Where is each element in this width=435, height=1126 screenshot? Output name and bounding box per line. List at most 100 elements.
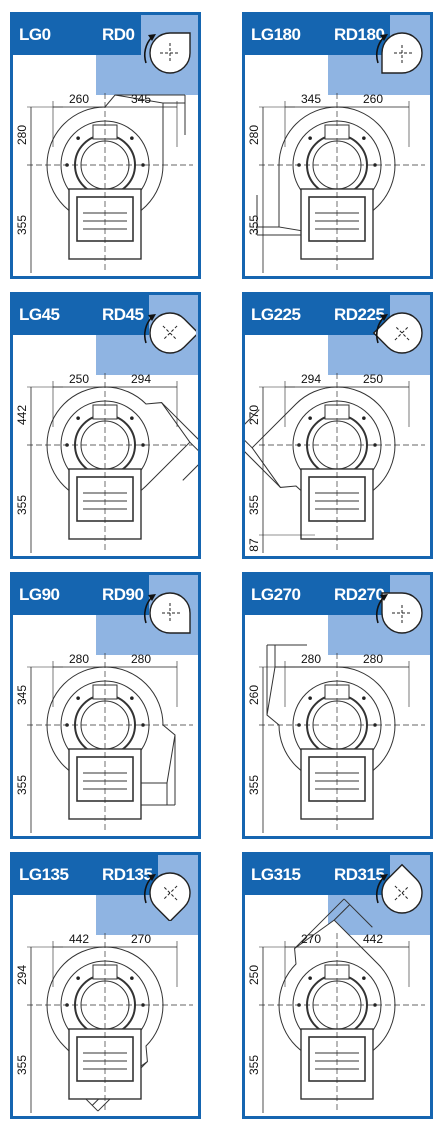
dimension-a-label: 250 [69,372,89,386]
bolt-hole [76,136,80,140]
lg-label: LG225 [245,295,328,335]
rotation-direction-icon [143,32,191,74]
bolt-hole [130,976,134,980]
outlet-edge [245,437,281,488]
outlet-flange [343,898,373,928]
axis-line [394,885,410,901]
axis-line [162,325,178,341]
rotation-header: RD225 [328,295,430,375]
dimension-a-label: 280 [301,652,321,666]
rotation-header: RD45 [96,295,198,375]
dimension-top-label: 280 [247,125,261,145]
rd-label: RD45 [96,295,150,335]
outlet-edge [294,898,345,949]
rotation-direction-icon [143,592,191,634]
bolt-hole [76,696,80,700]
rotation-header: RD90 [96,575,198,655]
bolt-hole [308,136,312,140]
arrowhead-icon [380,34,388,41]
arrowhead-icon [380,874,388,881]
orientation-cell: RD45 LG45 250 294 442 355 [10,292,201,559]
volute-outline [149,312,196,354]
rotation-direction-icon [143,312,196,354]
bolt-hole [308,416,312,420]
bolt-hole [308,696,312,700]
outlet-flange [245,409,260,439]
dimension-bottom-label: 355 [247,495,261,515]
dimension-top-label: 280 [15,125,29,145]
dimension-b-label: 294 [131,372,151,386]
dimension-top-label: 442 [15,405,29,425]
dimension-a-label: 442 [69,932,89,946]
volute-symbol [372,312,423,354]
dimension-top-label: 294 [15,965,29,985]
bolt-hole [130,136,134,140]
dimension-a-label: 280 [69,652,89,666]
lg-label: LG315 [245,855,328,895]
bolt-hole [76,976,80,980]
dimension-bottom-label: 355 [15,495,29,515]
axis-line [394,325,410,341]
bolt-hole [130,416,134,420]
dimension-b-label: 442 [363,932,383,946]
volute-outline [149,872,191,921]
dimension-a-label: 345 [301,92,321,106]
outlet-edge [161,402,198,453]
bolt-hole [373,1003,377,1007]
bolt-hole [141,723,145,727]
volute-symbol [381,32,423,74]
bolt-hole [362,696,366,700]
dimension-b-label: 345 [131,92,151,106]
dimension-a-label: 294 [301,372,321,386]
dimension-b-label: 280 [363,652,383,666]
rotation-direction-icon [375,863,423,914]
volute-symbol [381,863,423,914]
lg-label: LG135 [13,855,96,895]
dimension-top-label: 250 [247,965,261,985]
lg-label: LG0 [13,15,96,55]
rd-label: RD0 [96,15,141,55]
volute-symbol [149,592,191,634]
bolt-hole [76,416,80,420]
outlet-flange [182,451,198,481]
bolt-hole [141,1003,145,1007]
rotation-header: RD0 [96,15,198,95]
lg-label: LG270 [245,575,328,615]
dimension-b-label: 250 [363,372,383,386]
rotation-header: RD270 [328,575,430,655]
volute-symbol [149,32,191,74]
rotation-direction-icon [375,592,423,634]
dimension-top-label: 270 [247,405,261,425]
lg-label: LG45 [13,295,96,335]
arrowhead-icon [148,594,156,601]
outlet-edge [189,441,198,459]
dimension-bottom-label: 355 [15,215,29,235]
arrowhead-icon [380,314,388,321]
dimension-bottom-label: 355 [247,775,261,795]
arrowhead-icon [380,594,388,601]
dimension-b-label: 260 [363,92,383,106]
arrowhead-icon [148,34,156,41]
rotation-direction-icon [143,872,191,921]
bolt-hole [362,976,366,980]
dimension-bottom-label: 355 [15,1055,29,1075]
dimension-top-label: 345 [15,685,29,705]
rotation-direction-icon [375,32,423,74]
bolt-hole [373,443,377,447]
rotation-header: RD315 [328,855,430,935]
volute-symbol [149,872,191,921]
